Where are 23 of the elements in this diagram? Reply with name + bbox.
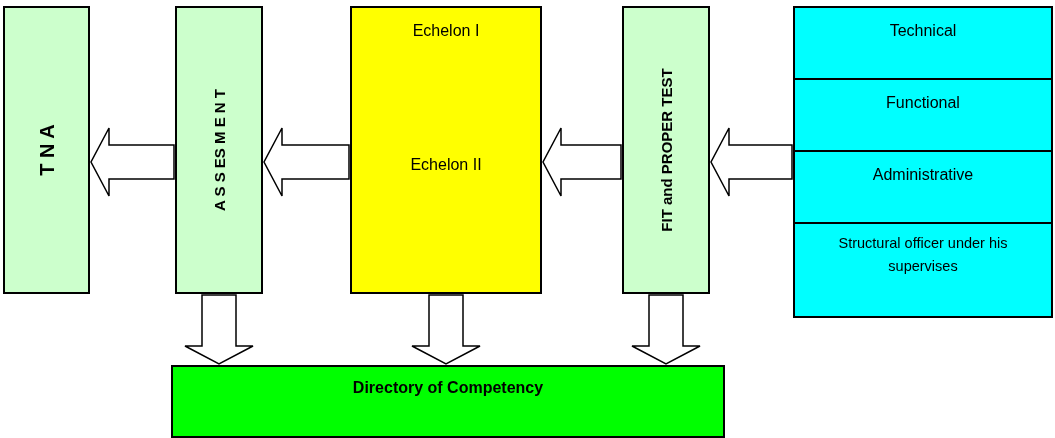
- box-label: Echelon II: [409, 156, 483, 174]
- block-arrow: [631, 294, 701, 365]
- block-arrow: [263, 127, 350, 197]
- block-arrow: [90, 127, 175, 197]
- output-box: [171, 365, 725, 438]
- vertical-box: [3, 6, 90, 294]
- box-label: Echelon I: [411, 22, 481, 40]
- vertical-box: [175, 6, 263, 294]
- box-label: Functional: [885, 93, 961, 113]
- block-arrow: [411, 294, 481, 365]
- box-label: T N A: [35, 124, 58, 176]
- process-box: [350, 6, 542, 294]
- category-stack: [793, 6, 1053, 318]
- box-label: A S S ES M E N T: [210, 89, 228, 211]
- block-arrow: [710, 127, 793, 197]
- box-label: Technical: [888, 21, 958, 41]
- block-arrow: [184, 294, 254, 365]
- box-label: Directory of Competency: [351, 379, 545, 397]
- block-arrow: [542, 127, 622, 197]
- vertical-box: [622, 6, 710, 294]
- box-label: Structural officer under his supervises: [837, 234, 1009, 277]
- box-label: FIT and PROPER TEST: [657, 68, 675, 232]
- box-label: Administrative: [871, 165, 975, 185]
